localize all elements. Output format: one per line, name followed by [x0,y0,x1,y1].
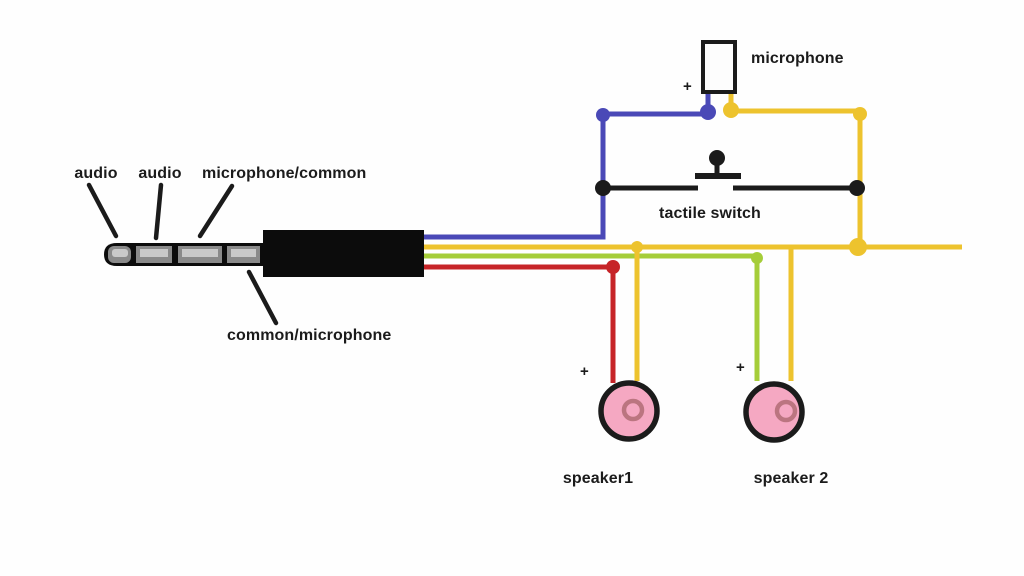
junction-yellow-speaker1 [631,241,643,253]
junction-switch-right [849,180,865,196]
pointer-line-mic-common [197,183,235,239]
wire-yellow-mic-minus [728,93,863,246]
junction-green-speaker2 [751,252,763,264]
jack-plug-ring2-highlight [182,249,218,257]
tactile-switch-button-icon [709,150,725,166]
junction-blue-left [596,108,610,122]
speaker1-plus-mark: + [580,363,589,380]
speaker2-ring [774,399,798,423]
speaker2-plus-mark: + [736,359,745,376]
jack-plug-housing [263,230,424,277]
jack-pin-label-audio1: audio [74,165,118,182]
junction-switch-left [595,180,611,196]
jack-plug-tip-highlight [112,249,128,257]
pointer-line-audio2 [153,182,164,241]
speaker1-label: speaker1 [562,470,634,487]
junction-yellow-right-top [853,107,867,121]
junction-yellow-mic [723,102,739,118]
microphone-label: microphone [751,50,844,67]
junction-yellow-bus [849,238,867,256]
speaker1-ring [621,398,645,422]
jack-plug-sleeve-highlight [231,249,256,257]
junction-red-speaker1 [606,260,620,274]
junction-blue-mic [700,104,716,120]
jack-pin-label-mic-common: microphone/common [202,165,367,182]
microphone-plus-mark: + [683,78,692,95]
speaker2-label: speaker 2 [753,470,829,487]
jack-pin-label-common-mic: common/microphone [227,327,392,344]
jack-plug-ring1-highlight [140,249,168,257]
pointer-line-common-mic [246,269,279,326]
speaker2-body [743,381,805,443]
microphone-body [701,40,737,94]
pointer-line-audio1 [86,182,119,239]
jack-pin-label-audio2: audio [138,165,182,182]
speaker1-body [598,380,660,442]
tactile-switch-label: tactile switch [659,205,761,222]
